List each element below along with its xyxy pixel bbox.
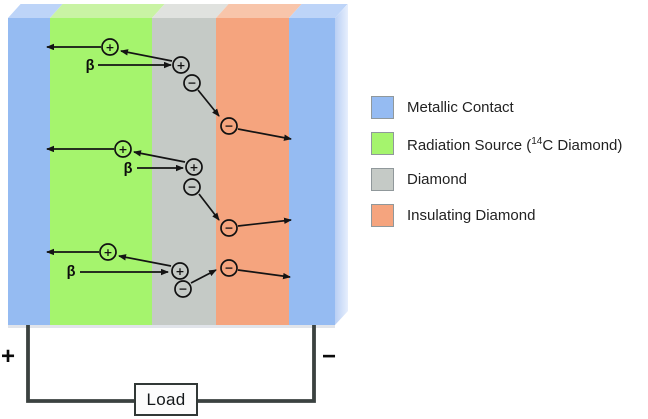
svg-text:+: +	[176, 59, 185, 72]
layer-insulating-diamond	[216, 18, 289, 325]
legend-label: Diamond	[407, 171, 468, 188]
hole-particle: +	[101, 38, 119, 56]
legend-item-diamond: Diamond	[371, 168, 622, 191]
charge-arrows-group-3	[46, 248, 291, 284]
legend-label: Metallic Contact	[407, 99, 514, 116]
arrow-hole-drift-2	[133, 150, 186, 163]
svg-text:+: +	[189, 161, 198, 174]
slab-front-face	[8, 18, 335, 325]
arrow-electron-drift-1	[197, 89, 220, 117]
arrow-electron-drift-3	[190, 269, 217, 284]
svg-text:+: +	[103, 246, 112, 259]
arrow-hole-drift-1	[120, 49, 173, 62]
legend-swatch-diamond	[371, 168, 394, 191]
svg-text:−: −	[224, 262, 233, 275]
svg-text:−: −	[178, 283, 187, 296]
positive-terminal-label: +	[1, 343, 16, 370]
hole-particle: +	[185, 158, 203, 176]
svg-text:−: −	[224, 222, 233, 235]
svg-text:−: −	[187, 181, 196, 194]
negative-terminal-label: −	[322, 343, 337, 370]
electron-particle: −	[174, 280, 192, 298]
charge-arrows-group-2	[46, 145, 292, 227]
legend-item-radiation-source: Radiation Source (14C Diamond)	[371, 132, 622, 155]
electron-particle: −	[220, 219, 238, 237]
svg-text:+: +	[105, 41, 114, 54]
svg-text:+: +	[118, 143, 127, 156]
hole-particle: +	[171, 262, 189, 280]
hole-particle: +	[114, 140, 132, 158]
layer-metallic-contact-left	[8, 18, 50, 325]
load-box: Load	[134, 383, 198, 416]
slab-bottom-shadow	[8, 325, 335, 328]
legend-item-metallic-contact: Metallic Contact	[371, 96, 622, 119]
legend-item-insulating-diamond: Insulating Diamond	[371, 204, 622, 227]
hole-particle: +	[172, 56, 190, 74]
legend-label: Insulating Diamond	[407, 207, 536, 224]
hole-particle: +	[99, 243, 117, 261]
legend: Metallic Contact Radiation Source (14C D…	[371, 96, 622, 240]
arrow-electron-to-contact-2	[237, 217, 292, 227]
svg-text:+: +	[175, 265, 184, 278]
beta-particle-label: β	[85, 58, 95, 74]
electron-particle: −	[220, 259, 238, 277]
load-label: Load	[146, 389, 186, 409]
legend-swatch-radiation-source	[371, 132, 394, 155]
layer-metallic-contact-right	[289, 18, 335, 325]
legend-label: Radiation Source (14C Diamond)	[407, 136, 623, 154]
svg-text:−: −	[224, 120, 233, 133]
arrow-hole-drift-3	[118, 254, 172, 267]
charge-arrows-group-1	[46, 43, 292, 141]
legend-swatch-metallic-contact	[371, 96, 394, 119]
svg-text:−: −	[187, 77, 196, 90]
wire-negative	[198, 325, 316, 403]
arrow-electron-to-contact-3	[237, 269, 291, 280]
layer-radiation-source	[50, 18, 152, 325]
beta-particle-label: β	[66, 264, 76, 280]
electron-particle: −	[183, 178, 201, 196]
arrow-electron-drift-2	[198, 193, 220, 221]
legend-swatch-insulating-diamond	[371, 204, 394, 227]
wire-positive	[26, 325, 134, 403]
electron-particle: −	[220, 117, 238, 135]
beta-particle-label: β	[123, 161, 133, 177]
arrow-electron-to-contact-1	[237, 128, 292, 141]
electron-particle: −	[183, 74, 201, 92]
